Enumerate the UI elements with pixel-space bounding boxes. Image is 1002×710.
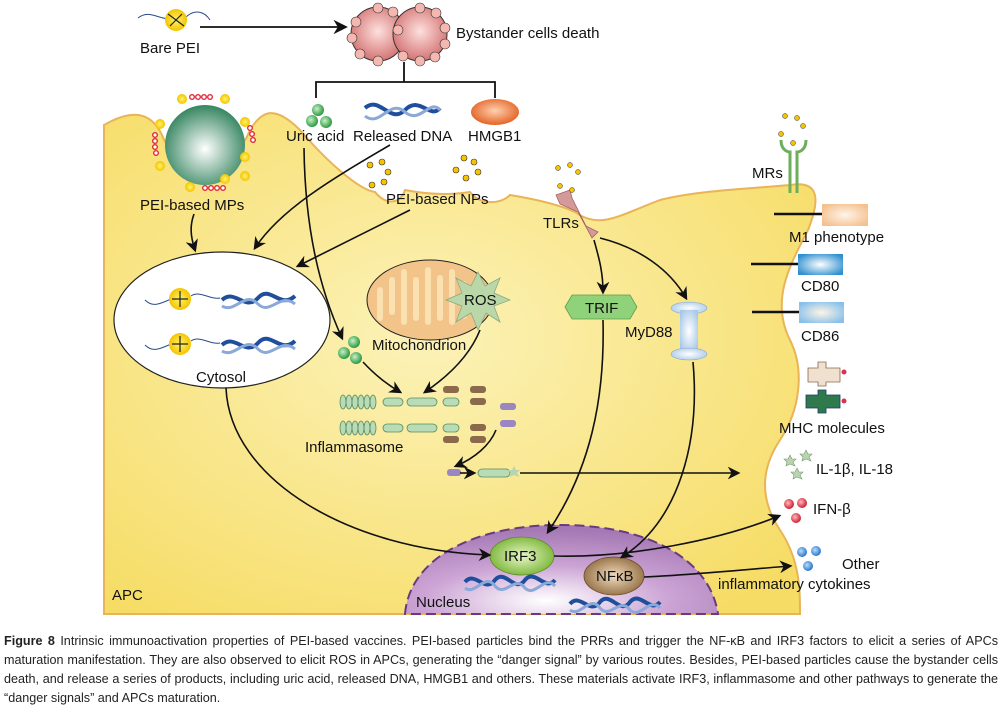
caption-text: Intrinsic immunoactivation properties of… bbox=[4, 634, 998, 705]
arrow-tlr-to-myd88 bbox=[599, 237, 688, 301]
il-icon bbox=[783, 449, 813, 480]
release-bracket bbox=[315, 62, 496, 98]
m1-label: M1 phenotype bbox=[789, 229, 884, 246]
tlrs-label: TLRs bbox=[543, 215, 579, 232]
bystander-label: Bystander cells death bbox=[456, 25, 599, 42]
arrow-uric-to-inflammasome bbox=[303, 147, 344, 341]
cytosol-pei-dna-icon bbox=[144, 288, 297, 355]
arrow-nfkb-to-cytokines bbox=[643, 560, 793, 578]
cytosol-compartment bbox=[113, 251, 331, 389]
released-dna-label: Released DNA bbox=[353, 128, 452, 145]
inflammasome-icon bbox=[339, 386, 516, 443]
arrow-mps-to-cytosol bbox=[185, 213, 198, 253]
nfkb-label: NFκB bbox=[596, 568, 634, 585]
bystander-cells-icon bbox=[346, 2, 451, 67]
bare-pei-icon bbox=[137, 9, 211, 31]
uric-acid-label: Uric acid bbox=[286, 128, 344, 145]
inflammasome-label: Inflammasome bbox=[305, 439, 403, 456]
nucleus-label: Nucleus bbox=[416, 594, 470, 611]
arrow-myd88-to-nfkb bbox=[619, 361, 696, 559]
cd86-marker-icon bbox=[799, 302, 844, 323]
myd88-label: MyD88 bbox=[625, 324, 673, 341]
myd88-icon bbox=[670, 301, 708, 361]
apc-cell bbox=[103, 112, 817, 615]
arrow-uricinside-to-inflammasome bbox=[362, 361, 403, 394]
cd80-label: CD80 bbox=[801, 278, 839, 295]
hmgb1-icon bbox=[471, 99, 519, 125]
mitochondrion-label: Mitochondrion bbox=[372, 337, 466, 354]
ros-icon bbox=[444, 271, 512, 331]
nucleus bbox=[403, 523, 720, 615]
arrow-nps-to-cytosol bbox=[295, 209, 411, 268]
mhc-molecule-icon bbox=[805, 361, 847, 414]
mitochondrion-icon bbox=[366, 259, 494, 341]
pei-nps-label: PEI-based NPs bbox=[386, 191, 489, 208]
uric-acid-icon bbox=[306, 104, 332, 128]
pei-nps-icon bbox=[366, 154, 482, 189]
ifn-icon bbox=[784, 498, 807, 523]
nfkb-icon bbox=[583, 556, 645, 596]
pro-il-icon bbox=[447, 466, 520, 478]
mr-receptor-icon bbox=[778, 113, 808, 193]
ifn-label: IFN-β bbox=[813, 501, 851, 518]
arrow-dna-to-cytosol bbox=[253, 144, 391, 251]
cd80-marker-icon bbox=[798, 254, 843, 275]
mhc-label: MHC molecules bbox=[779, 420, 885, 437]
tlr-receptor-icon bbox=[555, 162, 599, 239]
trif-label: TRIF bbox=[585, 300, 618, 317]
arrow-irf3-to-ifn bbox=[553, 513, 782, 557]
immunoactivation-diagram: Bare PEI Bystander cells death Uric acid… bbox=[103, 2, 893, 615]
pei-mps-label: PEI-based MPs bbox=[140, 197, 244, 214]
arrow-inflammasome-to-il bbox=[453, 429, 497, 468]
arrow-tlr-to-trif bbox=[593, 239, 610, 295]
arrow-cytosol-to-irf3 bbox=[225, 387, 492, 562]
apc-label: APC bbox=[112, 587, 143, 604]
figure-caption: Figure 8 Intrinsic immunoactivation prop… bbox=[4, 632, 998, 708]
irf3-label: IRF3 bbox=[504, 548, 537, 565]
cd86-label: CD86 bbox=[801, 328, 839, 345]
bare-pei-label: Bare PEI bbox=[140, 40, 200, 57]
inflammatory-cytokines-label: inflammatory cytokines bbox=[718, 576, 871, 593]
arrow-trif-to-irf3 bbox=[546, 319, 604, 535]
caption-label: Figure 8 bbox=[4, 634, 55, 648]
other-label: Other bbox=[842, 556, 880, 573]
m1-marker-icon bbox=[822, 204, 868, 226]
trif-icon bbox=[564, 294, 638, 320]
cytosol-label: Cytosol bbox=[196, 369, 246, 386]
il-label: IL-1β, IL-18 bbox=[816, 461, 893, 478]
uric-acid-inside-icon bbox=[338, 336, 362, 364]
other-cytokine-icon bbox=[797, 546, 821, 571]
nuclear-dna-icon bbox=[463, 574, 662, 614]
hmgb1-label: HMGB1 bbox=[468, 128, 521, 145]
mrs-label: MRs bbox=[752, 165, 783, 182]
released-dna-icon bbox=[363, 102, 442, 121]
ros-label: ROS bbox=[464, 292, 497, 309]
arrow-ros-to-inflammasome bbox=[422, 329, 481, 394]
pei-mps-icon bbox=[151, 93, 256, 192]
